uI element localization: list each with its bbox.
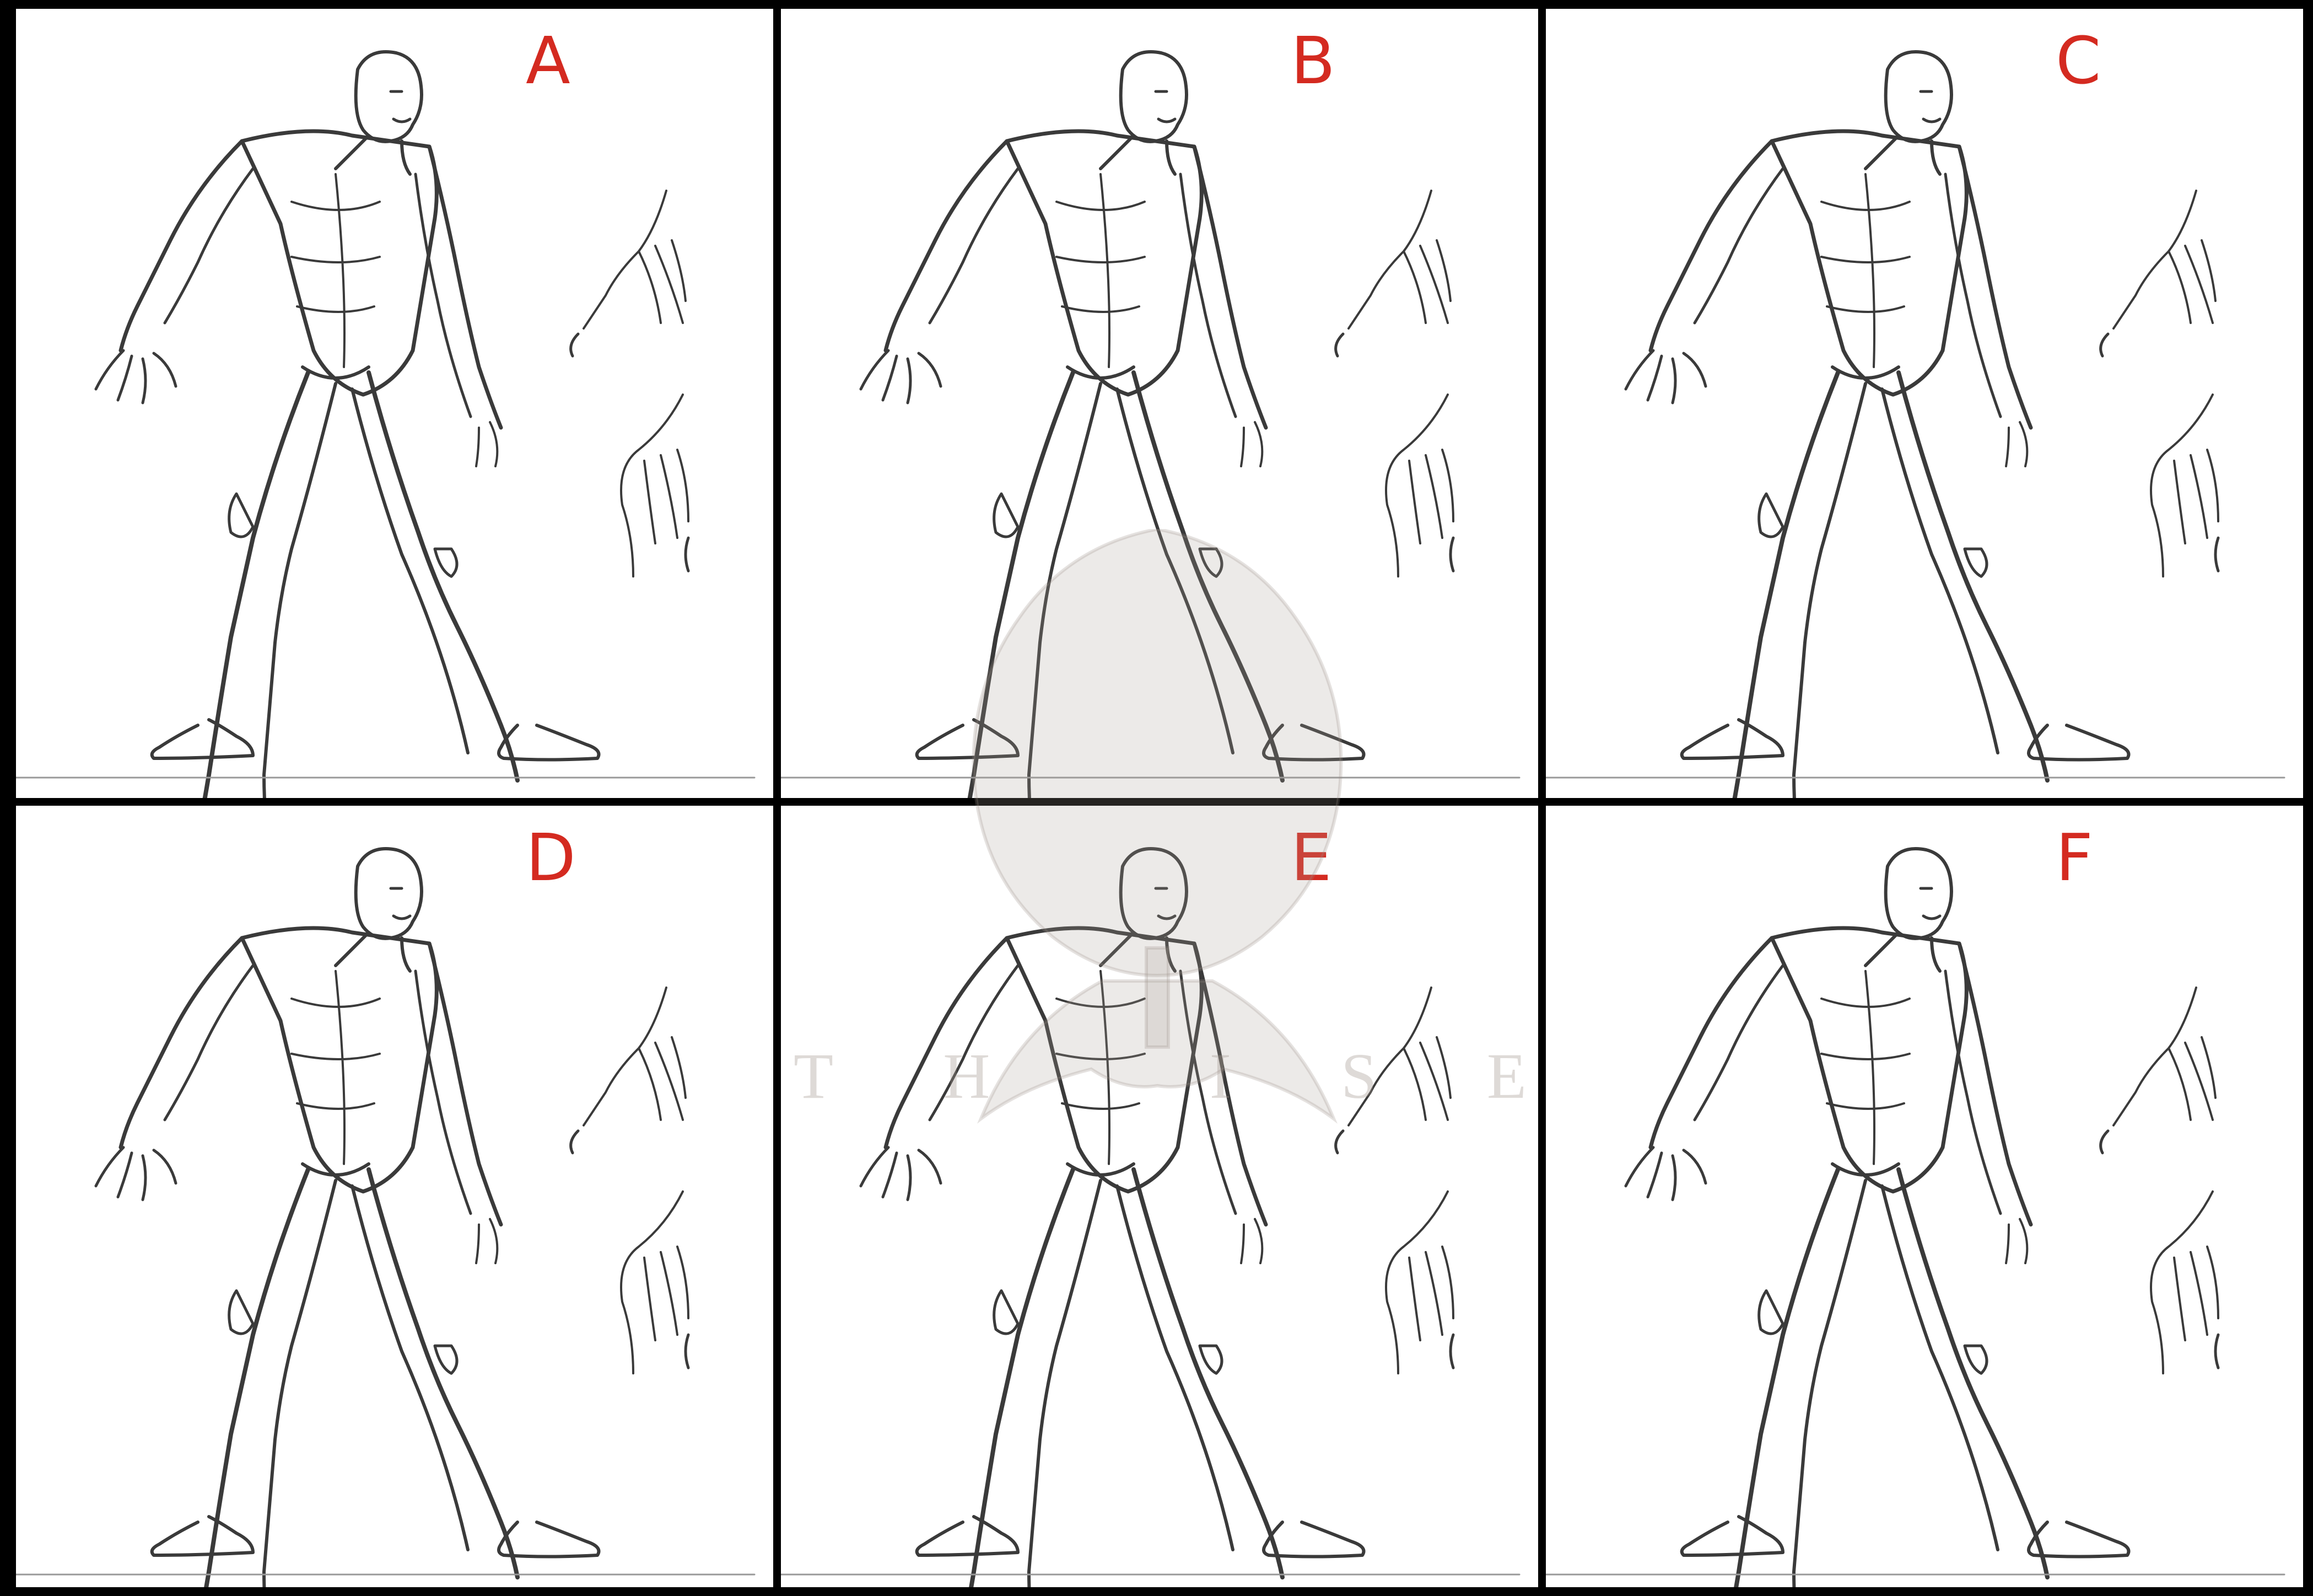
creature-sketch-d (16, 806, 773, 1587)
creature-sketch-f (1546, 806, 2303, 1587)
panel-label: E (1291, 819, 1332, 896)
panel-a: A (16, 9, 773, 798)
panel-d: D (16, 806, 773, 1587)
panel-label: B (1291, 23, 1335, 99)
creature-sketch-c (1546, 9, 2303, 798)
creature-sketch-b (781, 9, 1538, 798)
panel-label: D (526, 819, 576, 896)
panel-c: C (1546, 9, 2303, 798)
panel-label: A (526, 23, 570, 99)
panel-f: F (1546, 806, 2303, 1587)
creature-sketch-e (781, 806, 1538, 1587)
panel-b: B (781, 9, 1538, 798)
panel-label: F (2056, 819, 2093, 896)
panel-e: E (781, 806, 1538, 1587)
panel-label: C (2056, 23, 2101, 99)
creature-sketch-a (16, 9, 773, 798)
